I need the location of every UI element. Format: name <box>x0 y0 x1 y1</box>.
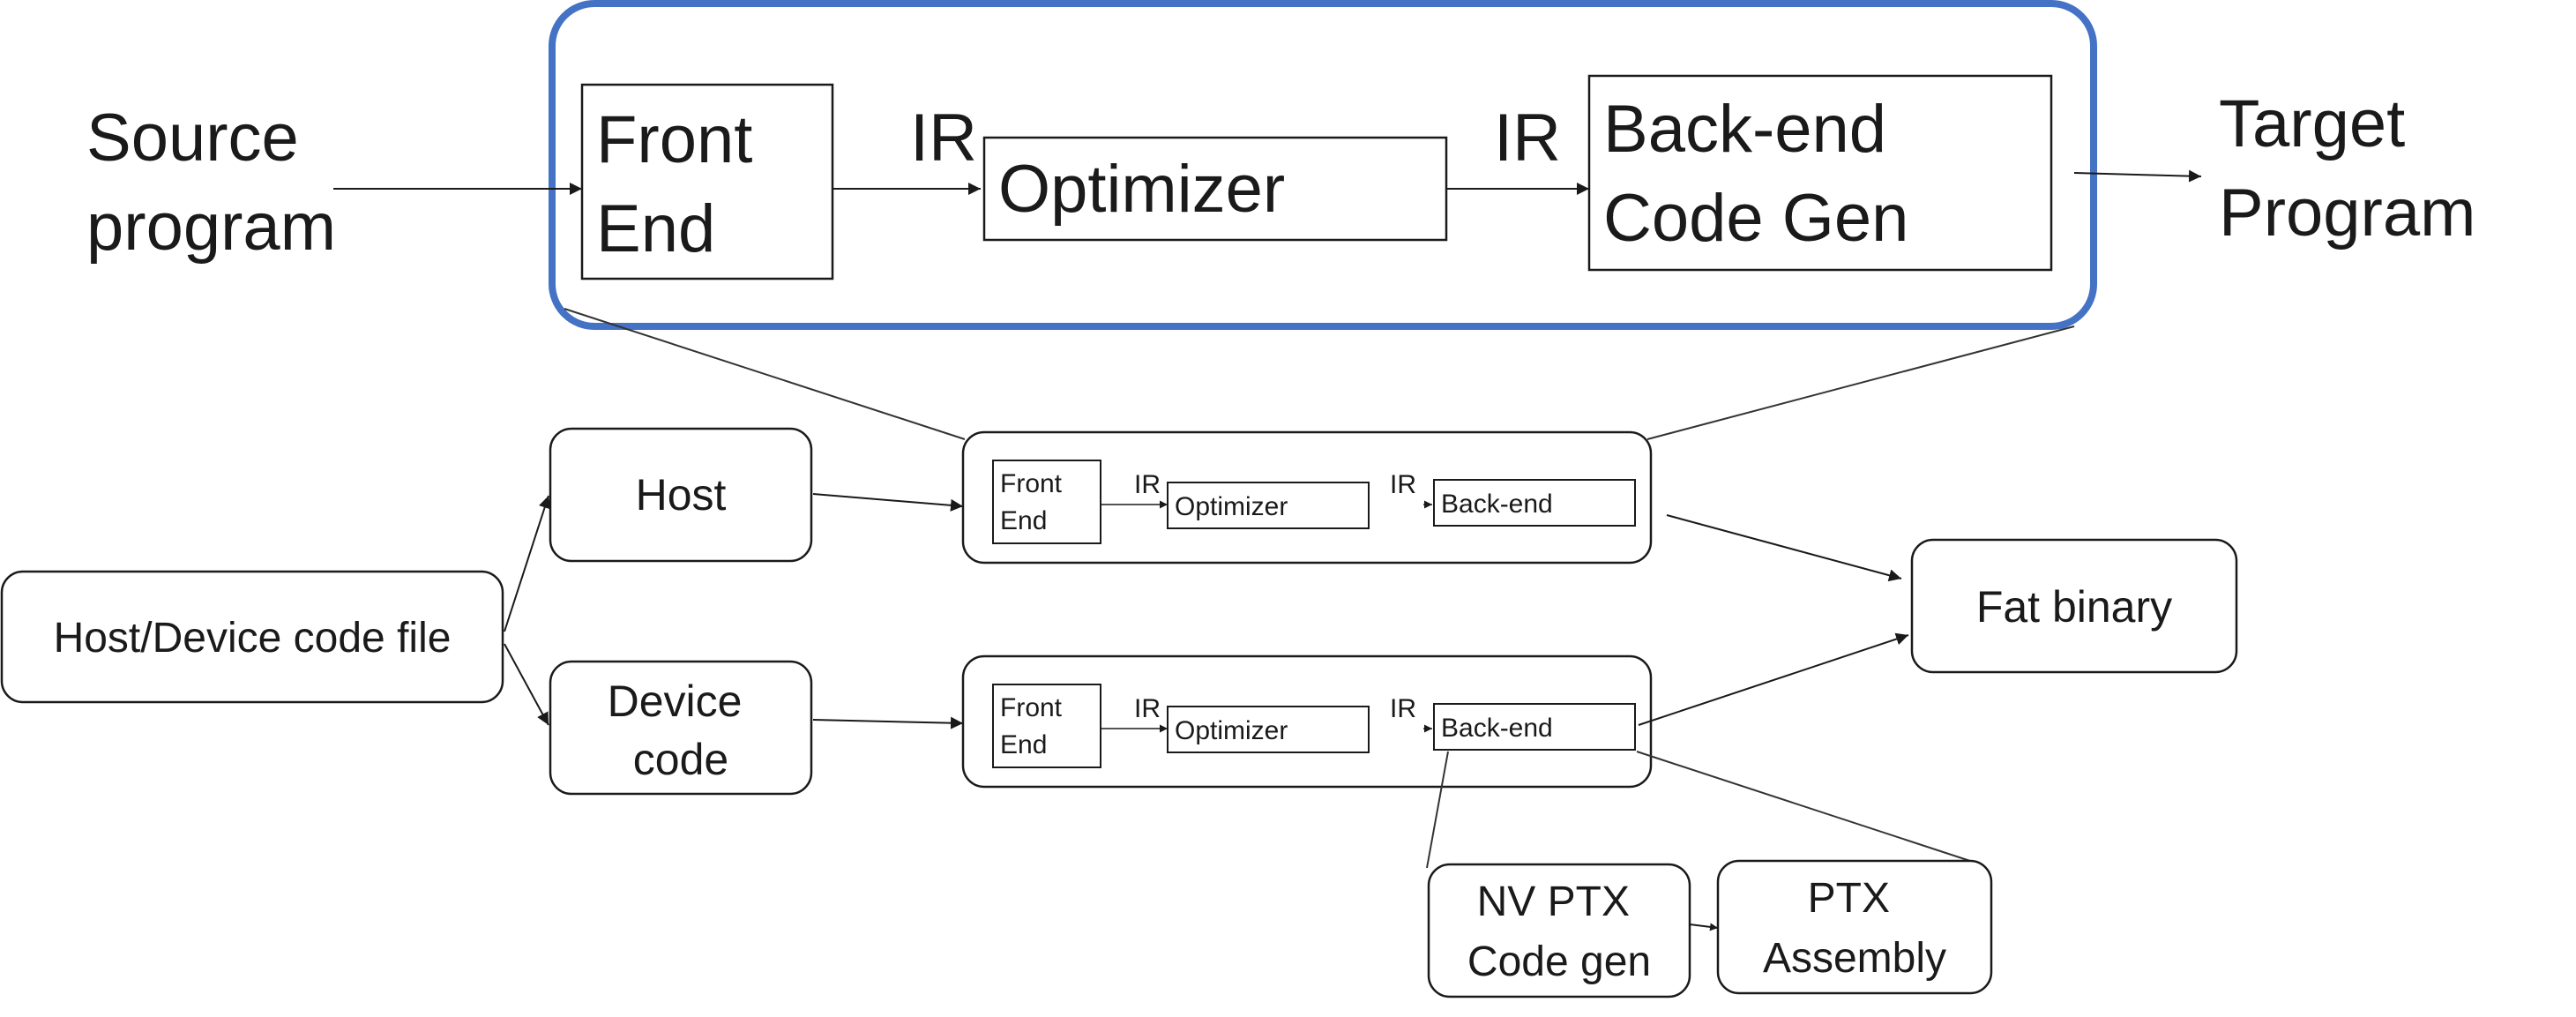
host-ir-label: IR <box>1134 470 1161 499</box>
device-to-fat-binary-arrow <box>1638 632 1909 726</box>
zoom-line-right <box>1646 325 2075 440</box>
device-front-end-box <box>992 684 1101 768</box>
device-code-box <box>549 660 813 796</box>
device-optimizer-box <box>1167 706 1370 753</box>
fat-binary-label: Fat binary <box>1976 582 2172 632</box>
host-optimizer-label: Optimizer <box>1175 492 1288 521</box>
fat-binary-box <box>1910 538 2238 674</box>
ptx-codegen-box <box>1427 863 1691 998</box>
host-optimizer-box <box>1167 482 1370 529</box>
host-label: Host <box>636 470 727 520</box>
target-program-label: Target Program <box>2219 86 2475 251</box>
host-front-end-label: Front End <box>1000 469 1069 535</box>
device-back-end-box <box>1433 703 1636 751</box>
source-file-label: Host/Device code file <box>54 615 452 662</box>
device-code-label: Device code <box>608 677 755 784</box>
host-back-end-label: Back-end <box>1441 490 1553 519</box>
host-ir-label: IR <box>1390 470 1416 499</box>
ptx-codegen-label: NV PTX Code gen <box>1467 879 1651 985</box>
host-front-end-box <box>992 460 1101 544</box>
backend-to-target-arrow <box>2073 169 2202 183</box>
front-end-box <box>580 83 834 280</box>
ir-label: IR <box>910 101 977 176</box>
compiler-highlight-box <box>549 0 2097 330</box>
back-end-label: Back-end Code Gen <box>1603 92 1908 256</box>
device-ir-label: IR <box>1390 694 1416 723</box>
host-compile-pipeline: Front End IR Optimizer IR Back-end <box>961 430 1653 565</box>
device-to-pipeline-arrow <box>812 716 964 729</box>
ir-label: IR <box>1494 101 1561 176</box>
front-end-label: Front End <box>596 102 772 266</box>
backend-detail-line-right <box>1636 751 1976 864</box>
host-back-end-box <box>1433 479 1636 527</box>
ptx-assembly-label: PTX Assembly <box>1763 875 1946 982</box>
source-program-label: Source program <box>86 101 336 265</box>
host-box <box>549 427 813 563</box>
codegen-to-assembly-arrow <box>1689 923 1719 931</box>
file-to-device-arrow <box>504 643 549 726</box>
backend-detail-line-left <box>1426 751 1449 869</box>
host-to-pipeline-arrow <box>812 493 964 512</box>
device-back-end-label: Back-end <box>1441 714 1553 743</box>
host-to-fat-binary-arrow <box>1666 514 1902 582</box>
device-ir-label: IR <box>1134 694 1161 723</box>
source-file-box <box>0 570 504 704</box>
device-optimizer-label: Optimizer <box>1175 716 1288 745</box>
device-front-end-label: Front End <box>1000 693 1069 759</box>
zoom-line-left <box>564 308 966 440</box>
device-compile-pipeline: Front End IR Optimizer IR Back-end <box>961 654 1653 789</box>
optimizer-box <box>982 136 1448 242</box>
file-to-host-arrow <box>504 495 551 632</box>
ptx-assembly-box <box>1716 859 1993 995</box>
optimizer-label: Optimizer <box>998 152 1285 227</box>
back-end-box <box>1587 74 2053 272</box>
